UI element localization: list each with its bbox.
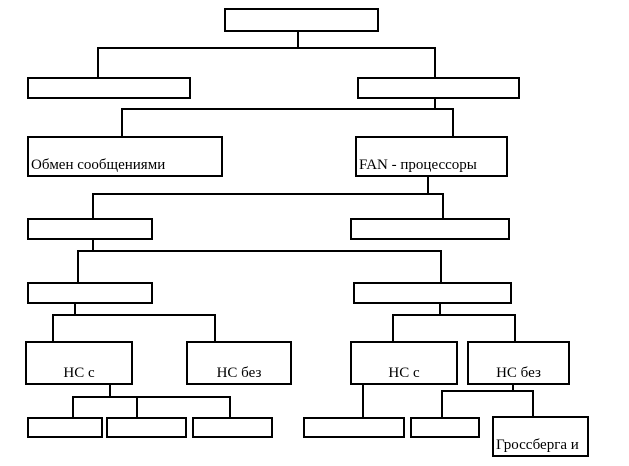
connector-analog-stub xyxy=(439,304,441,315)
connector-drop-right-unsupervised xyxy=(514,314,516,341)
node-von-neumann-machines: Машины фон Неймана xyxy=(27,77,191,99)
node-kohonen-label: Кохонена xyxy=(414,436,474,438)
node-fan-processors: FAN - процессоры xyxy=(355,136,508,177)
connector-drop-right-supervised xyxy=(392,314,394,341)
node-perceptrons-label: Перцептроны xyxy=(307,436,395,438)
connector-drop-fan xyxy=(452,108,454,136)
node-kohonen: Кохонена xyxy=(410,417,480,438)
connector-drop-hopfield xyxy=(72,396,74,417)
connector-neural-stub xyxy=(92,240,94,251)
node-neural-networks-label: Нейронные сети xyxy=(31,239,136,240)
node-kosko-label: Коско xyxy=(214,436,252,438)
node-binary-label: Бинарные xyxy=(31,303,95,304)
node-grossberg-carpenter: Гроссберга и Карпентера xyxy=(492,416,589,457)
connector-drop-hamming xyxy=(136,396,138,417)
node-cellular-automata: Клеточные автоматы xyxy=(350,218,510,240)
node-neural-networks: Нейронные сети xyxy=(27,218,153,240)
node-ns-supervised-right: НС с супервизором xyxy=(350,341,458,385)
connector-drop-left-supervised xyxy=(52,314,54,341)
node-hamming: Хемминга xyxy=(106,417,187,438)
node-fan-processors-label: FAN - процессоры xyxy=(359,157,477,173)
node-cellular-automata-label: Клеточные автоматы xyxy=(354,239,487,240)
connector-level4-bar xyxy=(77,250,442,252)
connector-root-stub xyxy=(297,32,299,47)
node-computing-networks: Вычислительные сети xyxy=(357,77,520,99)
connector-level2-bar xyxy=(121,108,454,110)
node-analog: Аналоговые xyxy=(353,282,512,304)
connector-level5-right-bar xyxy=(392,314,516,316)
connector-level6-left-bar xyxy=(72,396,231,398)
connector-networks-stub xyxy=(434,99,436,109)
connector-drop-kohonen xyxy=(441,390,443,417)
connector-level1-bar xyxy=(97,47,436,49)
connector-drop-grossberg xyxy=(532,390,534,416)
connector-fan-stub xyxy=(427,177,429,194)
node-message-passing-label: Обмен сообщениями посредством посреднико… xyxy=(31,157,166,173)
connector-drop-cellular xyxy=(442,193,444,218)
connector-drop-left-unsupervised xyxy=(214,314,216,341)
node-von-neumann-machines-label: Машины фон Неймана xyxy=(31,98,178,99)
node-ns-supervised-left: НС с супервизором xyxy=(25,341,133,385)
connector-drop-messaging xyxy=(121,108,123,136)
node-ns-supervised-right-label: НС с супервизором xyxy=(388,365,420,381)
node-analog-label: Аналоговые xyxy=(357,303,435,304)
node-grossberg-carpenter-label: Гроссберга и Карпентера xyxy=(496,437,579,453)
connector-drop-kosko xyxy=(229,396,231,417)
node-binary: Бинарные xyxy=(27,282,153,304)
node-computing-networks-label: Вычислительные сети xyxy=(361,98,503,99)
connector-level5-left-bar xyxy=(52,314,216,316)
connector-right-unsupervised-stub xyxy=(512,385,514,392)
node-perceptrons: Перцептроны xyxy=(303,417,405,438)
connector-drop-networks xyxy=(434,47,436,77)
connector-level6-right-bar xyxy=(441,390,534,392)
connector-level3-bar xyxy=(92,193,444,195)
connector-left-supervised-stub xyxy=(109,385,111,398)
node-ns-unsupervised-left: НС без супервизора xyxy=(186,341,292,385)
node-ns-supervised-left-label: НС с супервизором xyxy=(63,365,95,381)
node-computation-methods: Методы вычислений xyxy=(224,8,379,32)
connector-binary-stub xyxy=(74,304,76,315)
node-hamming-label: Хемминга xyxy=(110,436,175,438)
connector-right-supervised-line xyxy=(362,385,364,417)
connector-drop-neural xyxy=(92,193,94,218)
connector-drop-analog xyxy=(440,250,442,282)
node-ns-unsupervised-right: НС без супервизора xyxy=(467,341,570,385)
node-kosko: Коско xyxy=(192,417,273,438)
node-ns-unsupervised-left-label: НС без супервизора xyxy=(216,365,262,381)
node-message-passing: Обмен сообщениями посредством посреднико… xyxy=(27,136,223,177)
connector-drop-von-neumann xyxy=(97,47,99,77)
node-hopfield-label: Хопфилда xyxy=(31,436,96,438)
connector-drop-binary xyxy=(77,250,79,282)
node-ns-unsupervised-right-label: НС без супервизора xyxy=(496,365,541,381)
node-hopfield: Хопфилда xyxy=(27,417,103,438)
